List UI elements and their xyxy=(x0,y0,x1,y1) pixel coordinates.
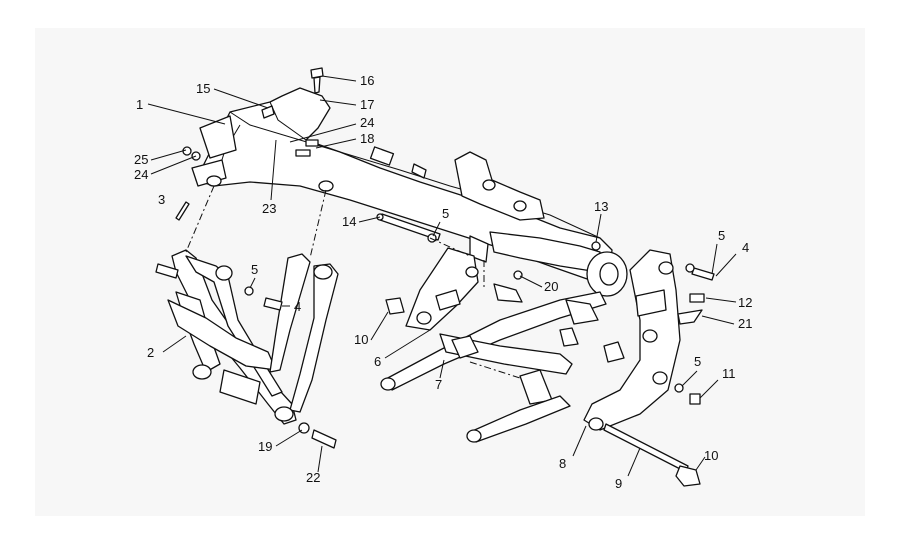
callout-3: 3 xyxy=(158,192,165,207)
callout-7: 7 xyxy=(435,377,442,392)
callout-22: 22 xyxy=(306,470,320,485)
callout-24-left: 24 xyxy=(134,167,148,182)
callout-5-upper-right: 5 xyxy=(718,228,725,243)
callout-8: 8 xyxy=(559,456,566,471)
leader-lines xyxy=(147,75,737,477)
callout-5-lower-right: 5 xyxy=(694,354,701,369)
callout-23: 23 xyxy=(262,201,276,216)
callout-6: 6 xyxy=(374,354,381,369)
callout-21: 21 xyxy=(738,316,752,331)
callout-24-upper: 24 xyxy=(360,115,374,130)
callout-16: 16 xyxy=(360,73,374,88)
callout-12: 12 xyxy=(738,295,752,310)
callout-4-upper: 4 xyxy=(742,240,749,255)
callout-1: 1 xyxy=(136,97,143,112)
callout-13: 13 xyxy=(594,199,608,214)
callout-5-left: 5 xyxy=(251,262,258,277)
callout-10-right: 10 xyxy=(704,448,718,463)
callout-18: 18 xyxy=(360,131,374,146)
main-frame-beam xyxy=(191,87,628,297)
front-subframe xyxy=(155,249,339,425)
assembly-lines xyxy=(185,185,521,379)
callout-15: 15 xyxy=(196,81,210,96)
callout-10-left: 10 xyxy=(354,332,368,347)
callout-2: 2 xyxy=(147,345,154,360)
callout-5-beam: 5 xyxy=(442,206,449,221)
callout-9: 9 xyxy=(615,476,622,491)
callout-19: 19 xyxy=(258,439,272,454)
callout-17: 17 xyxy=(360,97,374,112)
callout-20: 20 xyxy=(544,279,558,294)
callout-4-left: 4 xyxy=(294,299,301,314)
callout-11: 11 xyxy=(722,366,736,381)
callout-25: 25 xyxy=(134,152,148,167)
rear-linkage xyxy=(380,247,703,487)
callout-14: 14 xyxy=(342,214,356,229)
callout-labels: 1 2 3 4 4 5 5 5 5 6 7 8 9 10 10 11 12 13… xyxy=(134,73,752,491)
